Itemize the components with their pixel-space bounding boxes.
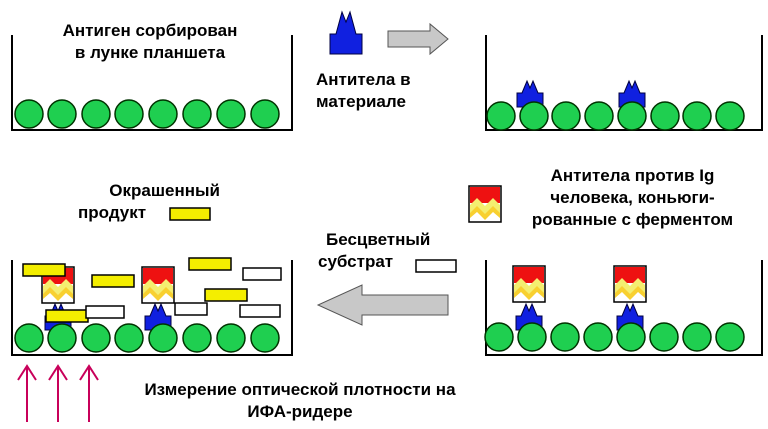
label-antigen-sorbed: Антиген сорбирован в лунке планшета — [62, 21, 238, 62]
bound-conjugate-1 — [512, 265, 546, 303]
antigen-beads — [486, 101, 745, 131]
well-conjugate-bound — [484, 260, 763, 356]
label-antibodies-in-material: Антитела в материале — [316, 70, 411, 111]
arrow-right-icon — [387, 22, 449, 56]
antigen-beads — [14, 99, 280, 129]
measurement-arrows-icon — [17, 364, 99, 422]
antigen-beads — [484, 322, 745, 352]
colorless-substrate-icon — [415, 259, 457, 273]
label-colored-product: Окрашенный продукт — [78, 181, 220, 222]
bound-conjugate-2 — [141, 266, 175, 304]
arrow-left-icon — [316, 284, 449, 326]
well-colored-product — [11, 257, 293, 356]
label-measurement: Измерение оптической плотности на ИФА-ри… — [144, 380, 456, 421]
well-antibodies-bound — [485, 35, 763, 131]
label-colorless-substrate: Бесцветный субстрат — [318, 230, 431, 271]
antibody-icon — [329, 10, 363, 55]
colored-product-icon — [169, 207, 211, 221]
conjugate-icon — [468, 185, 502, 223]
product-bars — [22, 257, 282, 323]
label-anti-ig-conjugate: Антитела против Ig человека, коньюги- ро… — [531, 166, 734, 229]
bound-conjugate-2 — [613, 265, 647, 303]
well-antigen-sorbed — [11, 35, 293, 131]
